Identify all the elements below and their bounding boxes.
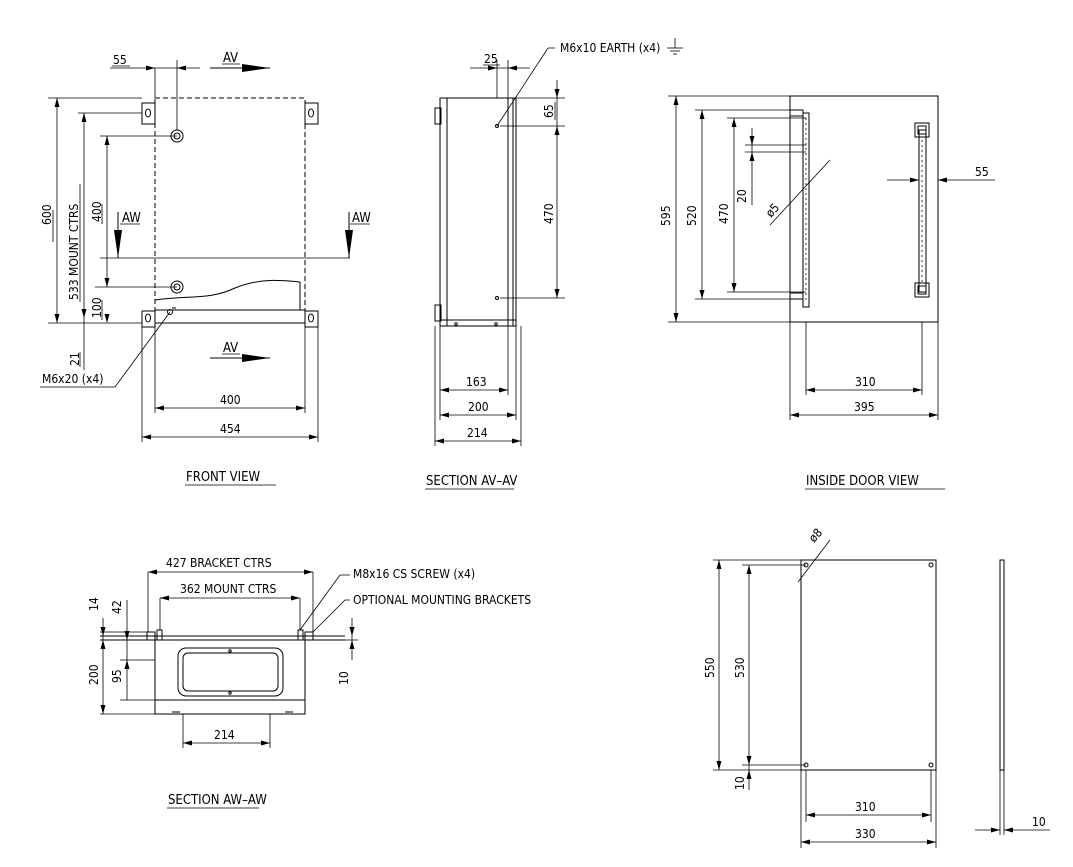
front-av-label-top: AV: [223, 51, 238, 66]
av-earth-leader: [496, 47, 555, 127]
door-dim-395: 395: [854, 400, 875, 414]
door-dim-470: 470: [717, 203, 731, 224]
plate-dim-10-vertical: 10: [733, 776, 747, 790]
door-dim-595: 595: [659, 205, 673, 226]
front-dim-400-vertical: 400: [90, 201, 104, 222]
front-dim-21: 21: [68, 352, 82, 366]
front-aw-label-left: AW: [122, 211, 141, 226]
section-aw-view: 427 BRACKET CTRS 362 MOUNT CTRS M8x16 CS…: [87, 556, 531, 809]
aw-bracket-label: OPTIONAL MOUNTING BRACKETS: [353, 593, 531, 607]
aw-screw-label: M8x16 CS SCREW (x4): [353, 567, 475, 581]
front-aw-label-right: AW: [352, 211, 371, 226]
front-av-label-bottom: AV: [223, 341, 238, 356]
plate-side-edge: [999, 559, 1005, 771]
door-dim-310: 310: [855, 375, 876, 389]
aw-dim-427: 427 BRACKET CTRS: [166, 556, 272, 570]
front-dim-533: 533 MOUNT CTRS: [67, 204, 81, 300]
aw-dim-42: 42: [110, 600, 124, 614]
front-lug-br: [304, 310, 319, 328]
door-right-rail: [918, 129, 927, 293]
front-break-line: [154, 279, 301, 301]
front-dim-55: 55: [113, 53, 127, 67]
front-lug-bl: [141, 310, 156, 328]
earth-symbol-icon: [667, 38, 683, 55]
av-dim-214: 214: [467, 426, 488, 440]
av-dim-200: 200: [468, 400, 489, 414]
front-dim-400-horizontal: 400: [220, 393, 241, 407]
aw-dim-214: 214: [214, 728, 235, 742]
aw-dim-14: 14: [87, 597, 101, 611]
inside-door-view: 595 520 470 20 ø5 55 310: [659, 95, 995, 490]
door-dim-5: ø5: [763, 201, 782, 220]
av-earth-label: M6x10 EARTH (x4): [560, 41, 660, 55]
av-dim-65: 65: [542, 104, 556, 118]
door-dim-55: 55: [975, 165, 989, 179]
plate-dim-330: 330: [855, 827, 876, 841]
av-dim-25: 25: [484, 52, 498, 66]
door-diameter-leader: [769, 159, 831, 226]
plate-dim-530: 530: [733, 657, 747, 678]
plate-dim-8: ø8: [806, 526, 826, 545]
front-screw-label: M6x20 (x4): [42, 372, 103, 386]
front-dim-100: 100: [90, 297, 104, 318]
mounting-plate-view: ø8 550 530 10 310 330: [703, 526, 1050, 848]
door-outline: [789, 95, 939, 323]
section-av-title: SECTION AV–AV: [426, 474, 517, 489]
front-view: 55 AV AV AW AW 600 533: [40, 51, 371, 486]
av-dim-470: 470: [542, 203, 556, 224]
section-aw-title: SECTION AW–AW: [168, 793, 267, 808]
aw-screw-leader: [299, 574, 350, 631]
door-left-rail: [802, 112, 810, 308]
front-view-title: FRONT VIEW: [186, 470, 260, 485]
aw-dim-362: 362 MOUNT CTRS: [180, 582, 276, 596]
front-lug-tl: [141, 102, 156, 125]
plate-dim-10-horizontal: 10: [1032, 815, 1046, 829]
aw-gland-plate: [177, 647, 284, 697]
front-dim-454: 454: [220, 422, 241, 436]
av-dim-163: 163: [466, 375, 487, 389]
plate-dim-550: 550: [703, 657, 717, 678]
aw-dim-200: 200: [87, 664, 101, 685]
av-enclosure-outline: [439, 97, 517, 327]
plate-outline: [800, 559, 937, 771]
plate-dim-310: 310: [855, 800, 876, 814]
front-screw-leader: [40, 311, 171, 388]
front-dim-600: 600: [40, 204, 54, 225]
aw-bracket-leader: [312, 599, 350, 633]
aw-dim-95: 95: [110, 669, 124, 683]
front-enclosure-outline: [154, 97, 306, 324]
section-av-view: 25 M6x10 EARTH (x4) 65 470 163: [425, 38, 683, 490]
front-lug-tr: [304, 102, 319, 125]
plate-diameter-leader: [797, 539, 831, 583]
aw-dim-10: 10: [337, 671, 351, 685]
door-dim-520: 520: [685, 205, 699, 226]
inside-door-title: INSIDE DOOR VIEW: [806, 474, 919, 489]
door-dim-20: 20: [735, 189, 749, 203]
door-lock-top-icon: [914, 122, 930, 138]
door-lock-bottom-icon: [914, 282, 930, 298]
